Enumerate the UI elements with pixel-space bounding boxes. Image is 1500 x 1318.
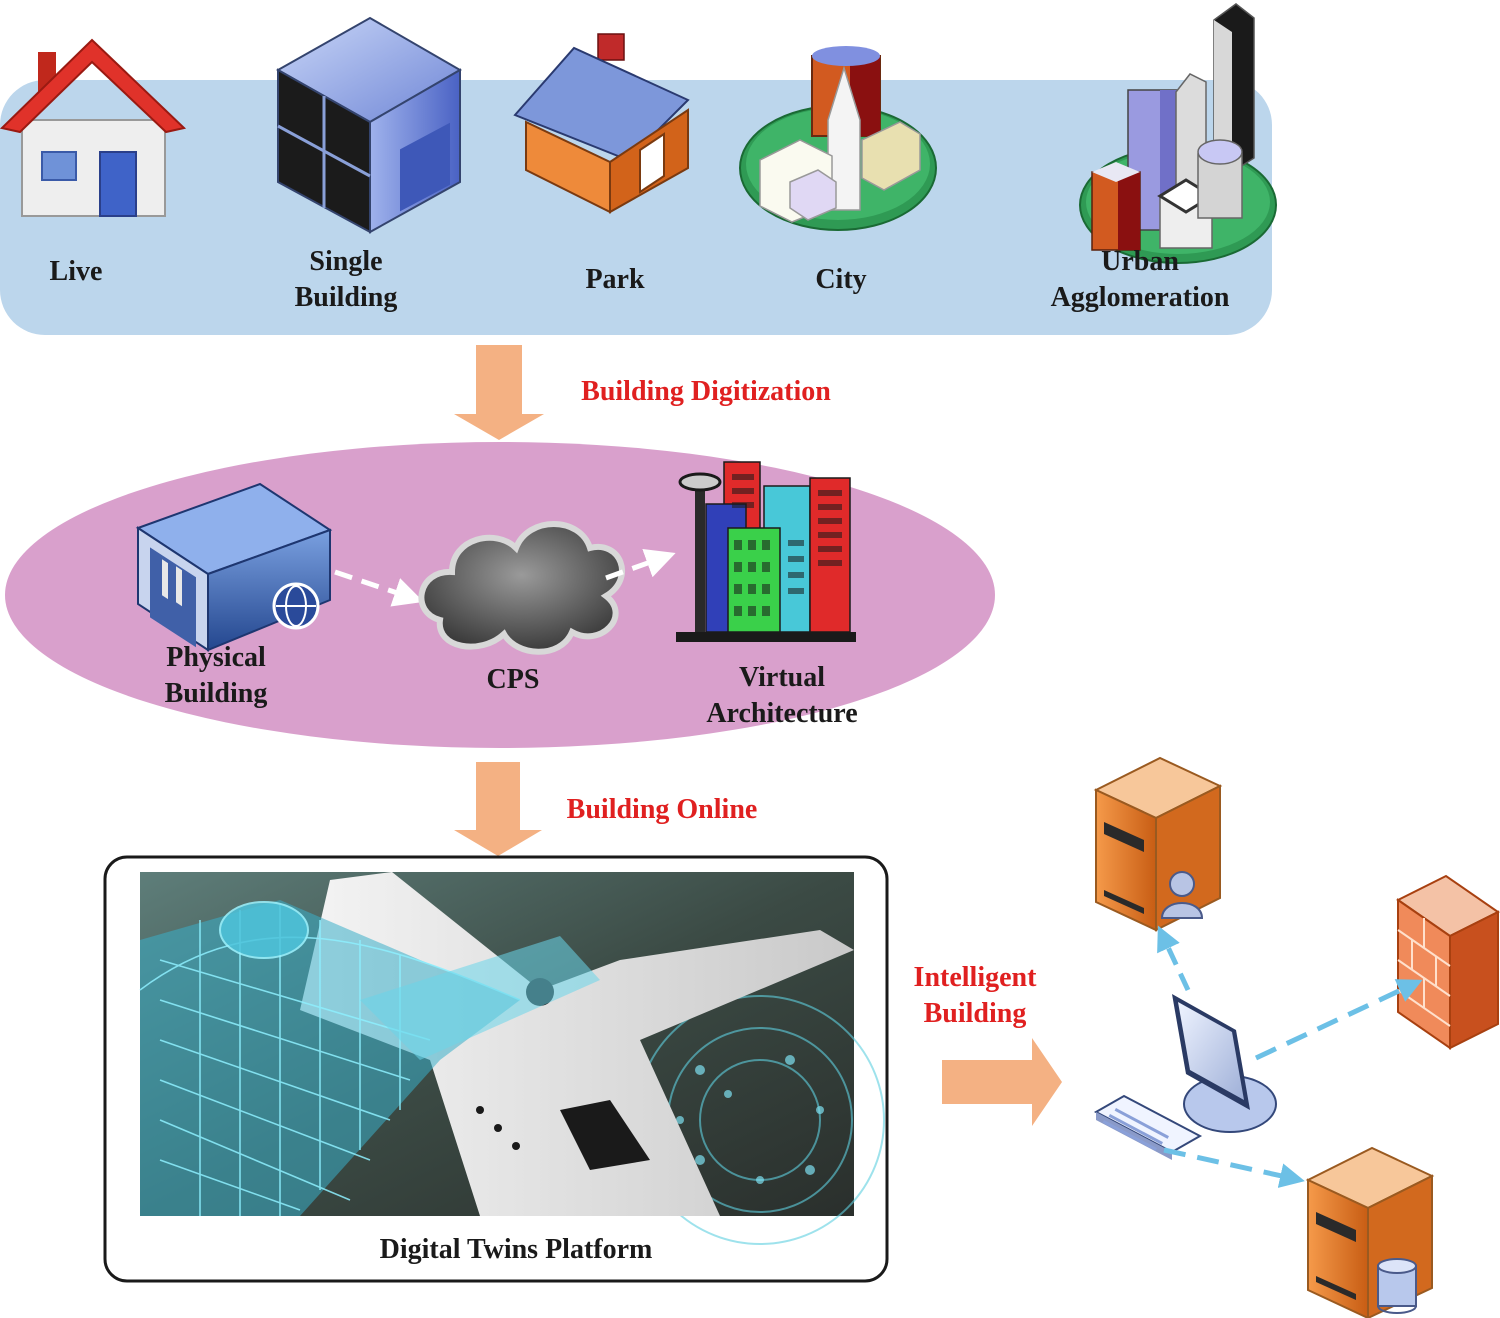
top-label-live: Live — [50, 256, 103, 287]
connector-workstation-to-user-server — [1157, 925, 1191, 992]
arrow-label-intelligent-line1: Intelligent — [914, 962, 1038, 993]
house-icon — [0, 38, 187, 217]
dashed-arrow-cps-to-virtual — [605, 549, 676, 581]
database-server-icon — [1305, 1146, 1435, 1318]
connector-workstation-to-firewall — [1254, 979, 1423, 1061]
firewall-icon — [1396, 874, 1500, 1050]
top-label-park: Park — [585, 264, 645, 295]
park-house-icon — [513, 33, 690, 214]
ellipse-label-cps: CPS — [487, 664, 540, 695]
arrow-label-online: Building Online — [567, 794, 758, 825]
down-arrow-digitization — [454, 345, 544, 440]
urban-agglomeration-icon — [1079, 3, 1277, 264]
skyscrapers-icon — [676, 461, 856, 642]
dashed-arrow-server-to-cps — [334, 569, 424, 607]
top-label-single-line1: Single — [309, 246, 382, 277]
office-building-icon — [275, 16, 462, 234]
top-label-urban-line1: Urban — [1101, 246, 1179, 277]
right-arrow-intelligent — [942, 1038, 1062, 1126]
top-label-city: City — [815, 264, 866, 295]
user-server-icon — [1093, 756, 1223, 932]
ellipse-label-virtual-line2: Architecture — [706, 698, 857, 729]
ellipse-label-physical-line2: Building — [165, 678, 268, 709]
workstation-icon — [1172, 994, 1277, 1133]
ellipse-label-virtual-line1: Virtual — [739, 662, 825, 693]
top-label-single-line2: Building — [295, 282, 398, 313]
connector-keyboard-to-database-server — [1163, 1147, 1305, 1188]
arrow-label-intelligent-line2: Building — [924, 998, 1027, 1029]
cloud-icon — [418, 521, 626, 655]
arrow-label-digitization: Building Digitization — [581, 376, 831, 407]
ellipse-label-physical-line1: Physical — [166, 642, 266, 673]
platform-label: Digital Twins Platform — [380, 1234, 653, 1265]
city-icon — [739, 46, 937, 231]
server-box-icon — [135, 482, 333, 652]
keyboard-icon — [1093, 1094, 1203, 1160]
down-arrow-online — [454, 762, 542, 856]
top-label-urban-line2: Agglomeration — [1051, 282, 1230, 313]
airplane-wireframe-image — [139, 872, 885, 1245]
